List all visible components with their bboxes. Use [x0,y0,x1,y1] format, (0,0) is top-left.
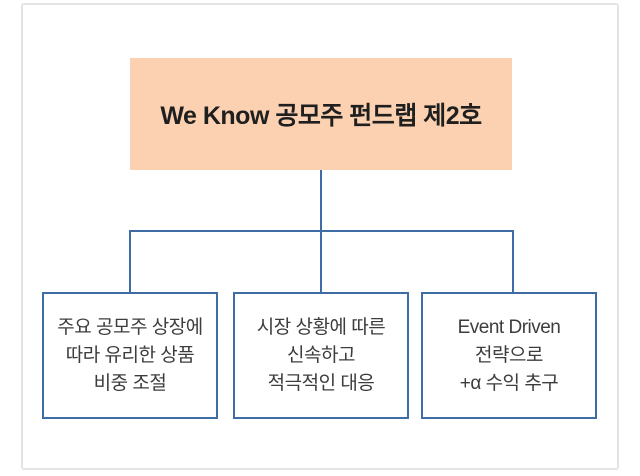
connector-vertical-right [512,230,514,292]
child-box-line: 따라 유리한 상품 [65,344,195,366]
child-box-line: 주요 공모주 상장에 [57,316,203,338]
child-box-line: 비중 조절 [93,372,167,394]
connector-vertical-left [129,230,131,292]
child-box-line: Event Driven [457,316,561,338]
child-box-line: 시장 상황에 따른 [256,316,386,338]
child-box-line: 신속하고 [287,344,355,366]
child-box-line: 적극적인 대응 [267,372,375,394]
child-box-ipo-allocation: 주요 공모주 상장에 따라 유리한 상품 비중 조절 [42,292,218,419]
root-box-fund-wrap: We Know 공모주 펀드랩 제2호 [130,58,512,170]
child-box-line: 전략으로 [475,344,543,366]
root-box-label: We Know 공모주 펀드랩 제2호 [160,102,482,130]
child-box-event-driven: Event Driven 전략으로 +α 수익 추구 [421,292,597,419]
child-box-market-response: 시장 상황에 따른 신속하고 적극적인 대응 [233,292,409,419]
connector-horizontal [129,230,514,232]
child-box-line: +α 수익 추구 [459,372,559,394]
